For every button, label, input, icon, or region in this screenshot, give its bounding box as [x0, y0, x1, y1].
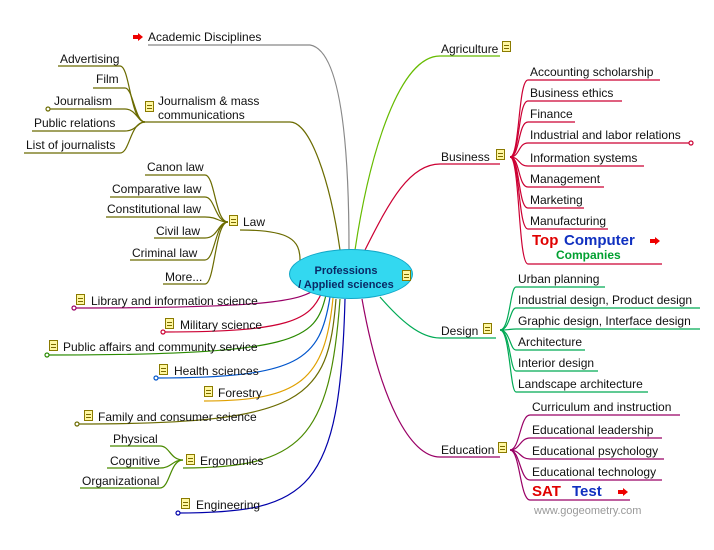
law-constitutional[interactable]: Constitutional law	[107, 202, 202, 216]
link-health	[155, 296, 331, 379]
ergonomics-physical[interactable]: Physical	[113, 432, 158, 446]
branch-business[interactable]: Business	[441, 150, 490, 164]
journalism-note-icon[interactable]	[145, 101, 154, 112]
business-information-systems[interactable]: Information systems	[530, 151, 638, 165]
business-manufacturing[interactable]: Manufacturing	[530, 214, 607, 228]
link-design	[379, 296, 496, 339]
business-finance[interactable]: Finance	[530, 107, 573, 121]
design-interior[interactable]: Interior design	[518, 356, 595, 370]
law-comparative[interactable]: Comparative law	[112, 182, 202, 196]
central-topic-label: Professions / Applied sciences	[298, 265, 394, 291]
journalism-journalism[interactable]: Journalism	[54, 94, 113, 108]
branch-public-affairs[interactable]: Public affairs and community service	[63, 340, 258, 354]
education-psychology[interactable]: Educational psychology	[532, 444, 659, 458]
education-curriculum[interactable]: Curriculum and instruction	[532, 400, 672, 414]
design-note-icon[interactable]	[483, 323, 492, 334]
branch-agriculture[interactable]: Agriculture	[441, 42, 499, 56]
law-criminal[interactable]: Criminal law	[132, 246, 198, 260]
education-leadership[interactable]: Educational leadership	[532, 423, 654, 437]
branch-forestry[interactable]: Forestry	[218, 386, 263, 400]
forestry-note-icon[interactable]	[204, 386, 213, 397]
top-computer-companies-logo[interactable]: Top Computer Companies	[532, 232, 635, 262]
branch-academic-disciplines[interactable]: Academic Disciplines	[148, 30, 262, 44]
business-ethics[interactable]: Business ethics	[530, 86, 614, 100]
link-journalism	[145, 121, 341, 251]
watermark: www.gogeometry.com	[534, 505, 642, 517]
library-note-icon[interactable]	[76, 294, 85, 305]
link-ergo	[182, 298, 341, 469]
design-graphic[interactable]: Graphic design, Interface design	[518, 314, 691, 328]
branch-design[interactable]: Design	[441, 324, 479, 338]
journalism-list[interactable]: List of journalists	[26, 138, 116, 152]
ergonomics-organizational[interactable]: Organizational	[82, 474, 160, 488]
journalism-advertising[interactable]: Advertising	[60, 52, 120, 66]
link-law	[239, 229, 301, 261]
law-more[interactable]: More...	[165, 270, 203, 284]
agriculture-note-icon[interactable]	[502, 41, 511, 52]
business-note-icon[interactable]	[496, 149, 505, 160]
family-note-icon[interactable]	[84, 410, 93, 421]
design-urban-planning[interactable]: Urban planning	[518, 272, 600, 286]
link-engineering	[177, 298, 346, 514]
ergonomics-note-icon[interactable]	[186, 454, 195, 465]
link-business	[364, 163, 500, 251]
branch-education[interactable]: Education	[441, 443, 495, 457]
branch-ergonomics[interactable]: Ergonomics	[200, 454, 264, 468]
branch-engineering[interactable]: Engineering	[196, 498, 261, 512]
law-civil[interactable]: Civil law	[156, 224, 201, 238]
branch-library[interactable]: Library and information science	[91, 294, 258, 308]
branch-law[interactable]: Law	[243, 215, 266, 229]
branch-journalism[interactable]: Journalism & mass communications	[158, 94, 260, 122]
education-note-icon[interactable]	[498, 442, 507, 453]
link-military	[164, 291, 323, 333]
link-education	[361, 298, 500, 458]
engineering-note-icon[interactable]	[181, 498, 190, 509]
link-agriculture	[354, 55, 500, 251]
health-note-icon[interactable]	[159, 364, 168, 375]
business-marketing[interactable]: Marketing	[530, 193, 583, 207]
education-technology[interactable]: Educational technology	[532, 465, 657, 479]
link-academic	[148, 44, 350, 251]
central-note-icon[interactable]	[402, 270, 411, 281]
business-accounting[interactable]: Accounting scholarship	[530, 65, 654, 79]
ergonomics-cognitive[interactable]: Cognitive	[110, 454, 161, 468]
design-architecture[interactable]: Architecture	[518, 335, 583, 349]
business-management[interactable]: Management	[530, 172, 601, 186]
law-note-icon[interactable]	[229, 215, 238, 226]
central-topic-ellipse[interactable]	[289, 249, 413, 299]
law-canon[interactable]: Canon law	[147, 160, 204, 174]
branch-health[interactable]: Health sciences	[174, 364, 259, 378]
business-industrial-labor[interactable]: Industrial and labor relations	[530, 128, 681, 142]
branch-military[interactable]: Military science	[180, 318, 263, 332]
journalism-public-relations[interactable]: Public relations	[34, 116, 116, 130]
design-landscape[interactable]: Landscape architecture	[518, 377, 643, 391]
journalism-film[interactable]: Film	[96, 72, 119, 86]
sat-test-logo[interactable]: SAT Test	[532, 483, 602, 500]
military-note-icon[interactable]	[165, 318, 174, 329]
design-industrial[interactable]: Industrial design, Product design	[518, 293, 693, 307]
branch-family[interactable]: Family and consumer science	[98, 410, 257, 424]
link-public	[47, 294, 327, 356]
link-family	[77, 298, 337, 425]
link-forestry	[203, 297, 334, 402]
public-affairs-note-icon[interactable]	[49, 340, 58, 351]
